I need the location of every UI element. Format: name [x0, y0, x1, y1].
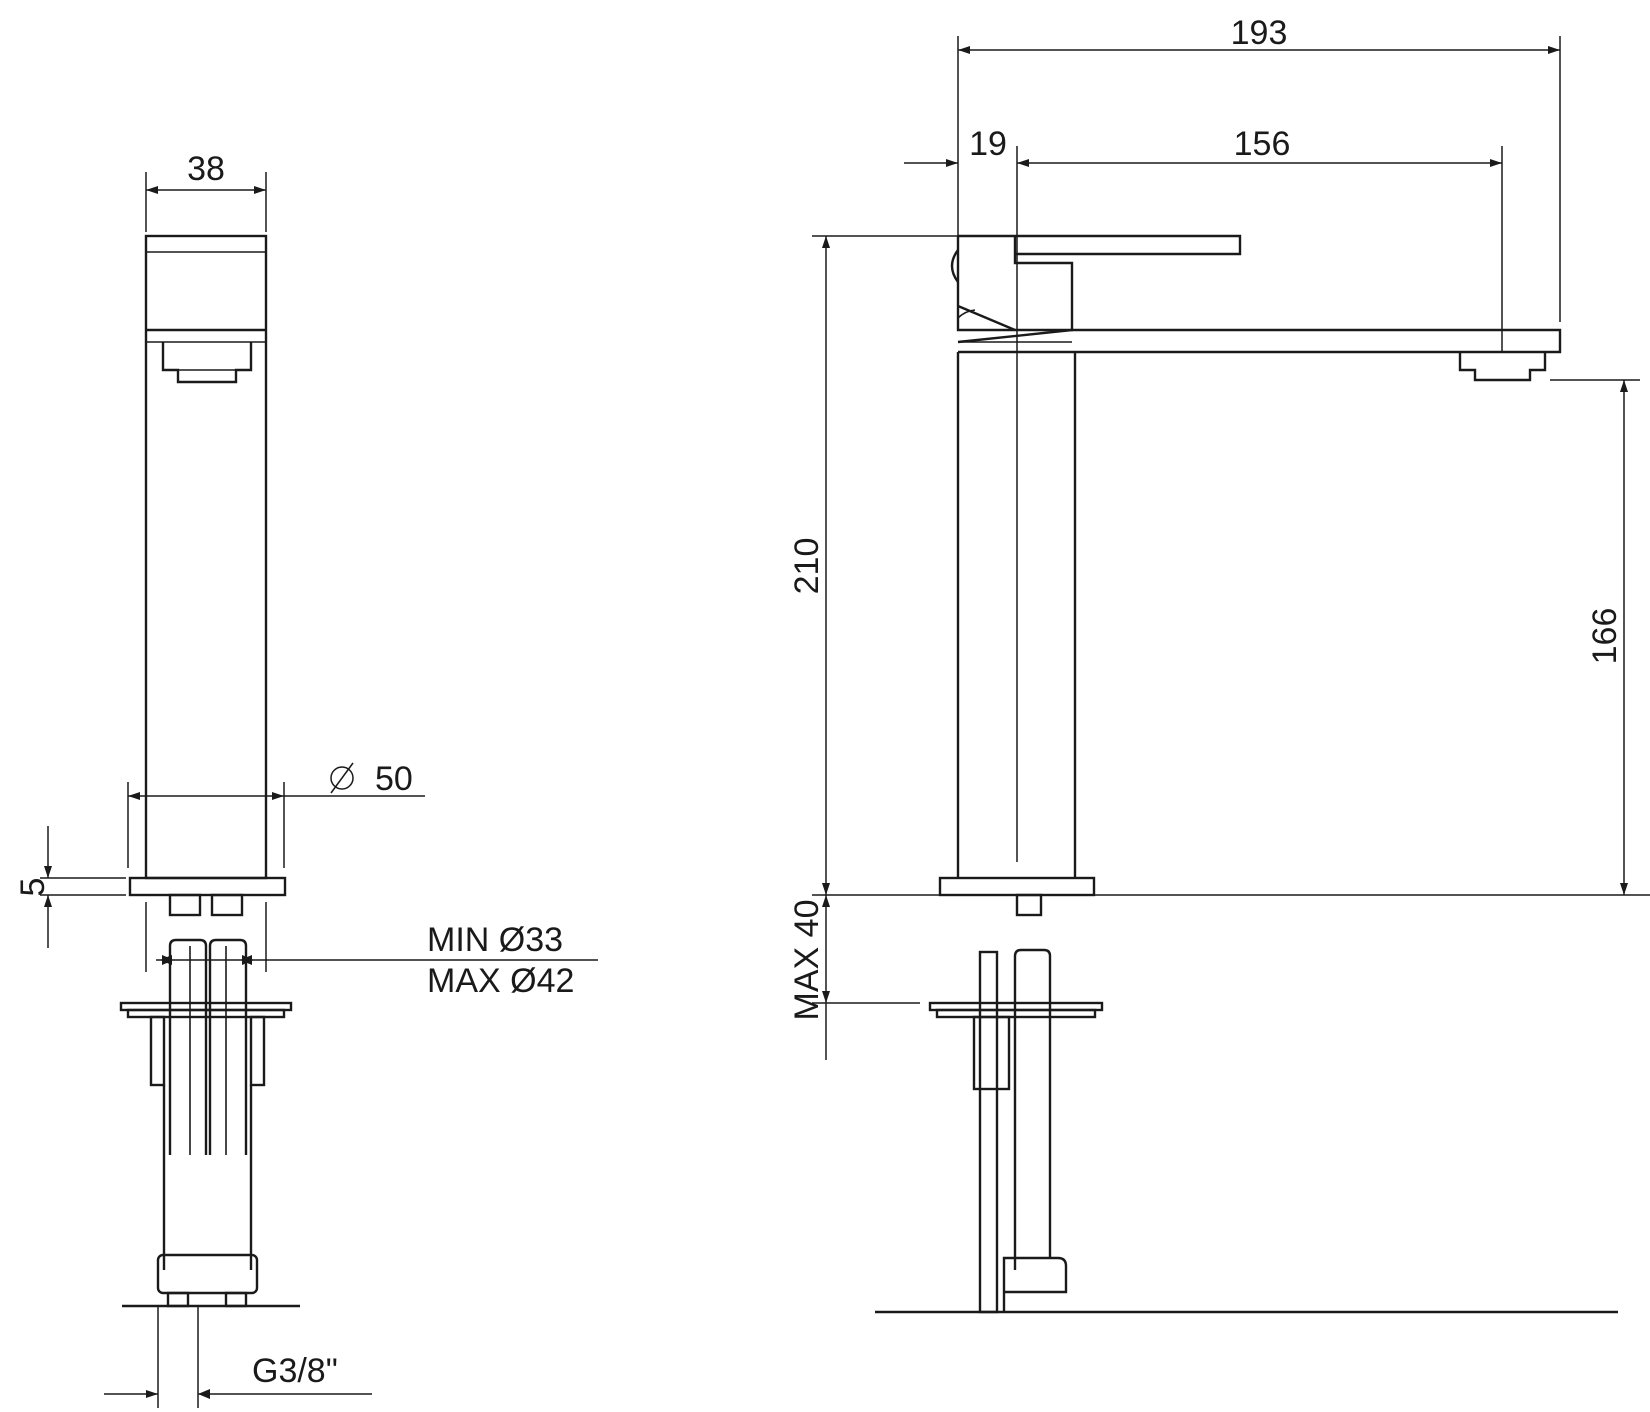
side-lever-curve [957, 309, 976, 319]
dim-210-label: 210 [788, 538, 826, 595]
front-hose-left [168, 938, 208, 1155]
front-aerator [161, 342, 253, 384]
side-mount-washer [935, 1008, 1097, 1019]
side-fix-nut [972, 1015, 1011, 1091]
diameter-icon [330, 762, 354, 794]
dim-max40-label: MAX 40 [788, 900, 826, 1021]
dim-193-label: 193 [1231, 14, 1288, 52]
front-base-plate [128, 876, 287, 897]
dim-166-label: 166 [1586, 608, 1624, 665]
front-stud-right [210, 893, 244, 917]
side-fix-rod [978, 950, 999, 1314]
dim-thread-arrow-right [198, 1389, 210, 1399]
side-view: 193 19 156 210 166 MAX 40 [788, 14, 1650, 1314]
side-lever-bevel [957, 304, 1016, 332]
front-fix-rod-right [249, 1015, 266, 1087]
dim-thread-label: G3/8" [252, 1352, 338, 1390]
front-mount-washer [126, 1008, 286, 1019]
front-view: 38 50 5 MIN Ø33 MAX Ø42 G3/8" [14, 150, 598, 1408]
front-body-outline [144, 234, 268, 880]
front-connector-block [156, 1253, 259, 1295]
front-stud-left [168, 893, 202, 917]
dim-19-label: 19 [969, 125, 1007, 163]
side-stud [1015, 893, 1043, 917]
front-hose-right [208, 938, 248, 1155]
dim-hole-arrow-2 [162, 955, 174, 965]
side-aerator [1458, 352, 1547, 382]
dim-156-label: 156 [1234, 125, 1291, 163]
dim-hole-max-label: MAX Ø42 [427, 962, 574, 1000]
front-fix-rod-left [149, 1015, 166, 1087]
dim-hole-min-label: MIN Ø33 [427, 921, 563, 959]
side-body-outline [956, 352, 1077, 878]
front-connector-tail-2 [224, 1291, 248, 1308]
dim-hole-arrow-4 [242, 955, 254, 965]
side-spout [957, 328, 1562, 354]
side-cartridge [956, 236, 1074, 332]
side-hose [1013, 948, 1052, 1270]
dim-50-label: 50 [375, 760, 413, 798]
side-lever-handle [958, 234, 1242, 256]
side-base-plate [938, 876, 1096, 897]
front-connector-tail-1 [166, 1291, 190, 1308]
dim-5-label: 5 [14, 878, 52, 897]
dim-38-label: 38 [187, 150, 225, 188]
side-lever-knob [950, 249, 959, 283]
side-connector [1002, 1256, 1068, 1312]
